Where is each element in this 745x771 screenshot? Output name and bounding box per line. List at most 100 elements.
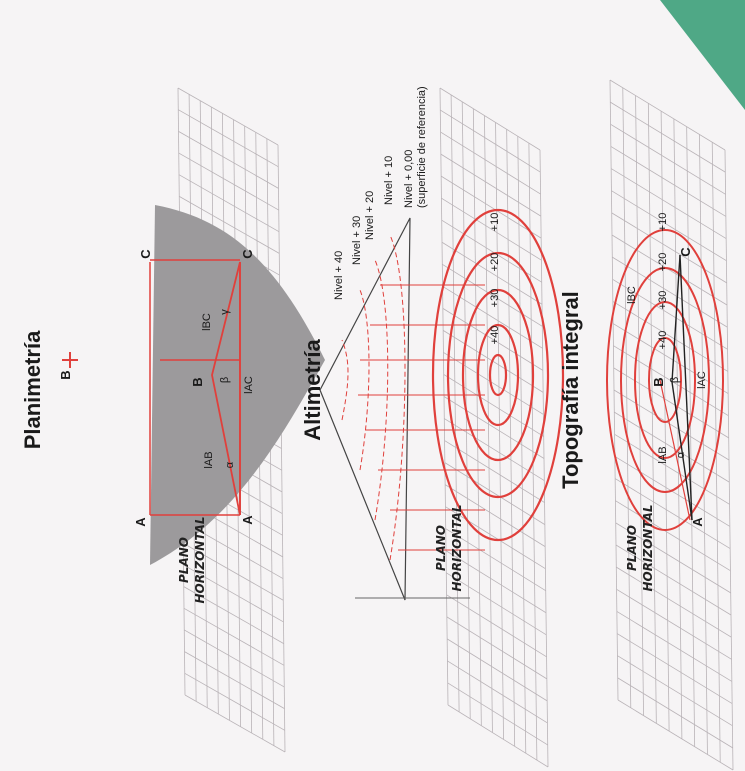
grid-line [612,256,728,328]
point-b-bottom: B [651,377,666,386]
contour-10-top: +10 [657,213,669,232]
grid-line [610,101,726,173]
corner-accent [660,0,745,110]
grid-line [617,655,733,727]
level-10-label: Nivel + 10 [383,156,395,205]
label-l-ab: lAB [203,451,215,468]
grid-line [444,440,545,503]
label-l-ac-bottom: lAC [696,371,708,389]
grid-line [612,278,728,350]
contour-40-top: +40 [657,331,669,350]
plane-label-2-mid: HORIZONTAL [450,504,464,591]
label-l-bc: lBC [201,313,213,331]
grid-line [616,611,733,682]
grid-line [439,87,541,151]
grid-line [440,153,542,217]
grid-line [183,586,284,644]
grid-line [177,87,279,146]
angle-beta-bottom: β [669,377,681,383]
grid-line [617,699,734,771]
grid-line [184,672,285,731]
point-a-plane: A [240,515,255,525]
grid-line [622,87,632,708]
grid-line [446,572,547,636]
grid-line [611,234,728,306]
level-0-label: Nivel + 0,00 [403,150,415,208]
contour-10-alt: +10 [489,213,501,232]
grid-line [444,462,546,525]
grid-line [647,103,657,724]
grid-line [184,694,286,753]
grid-line [450,94,460,712]
grid-line [446,638,548,702]
title-topografia: Topografía integral [558,291,583,489]
plane-label-2-top: HORIZONTAL [193,516,207,603]
grid-line [615,522,731,594]
grid-line [635,95,644,716]
angle-gamma: γ [219,309,231,315]
level-30-label: Nivel + 30 [351,216,363,265]
grid-line [447,704,549,768]
point-c-plane: C [240,249,255,259]
grid-line [610,123,726,195]
side-ab-red [659,379,691,521]
label-l-bc-bottom: lBC [626,286,638,304]
plane-label-1-bottom: PLANO [625,525,639,571]
grid-line [446,594,547,658]
grid-line [616,633,733,704]
contour-20-alt: +20 [489,253,501,272]
grid-plane-topografia [609,79,734,771]
grid-line [446,616,548,680]
grid-line [441,197,542,261]
level-20-label: Nivel + 20 [364,191,376,240]
grid-line [617,677,733,749]
cone-profile [319,217,411,601]
grid-line [609,79,619,701]
contour-40-alt: +40 [489,326,501,345]
grid-line [445,506,546,570]
contour-20-top: +20 [657,253,669,272]
grid-line [179,196,280,254]
grid-line [445,528,546,592]
grid-line [178,131,279,189]
grid-line [442,263,543,327]
grid-line [724,149,734,771]
grid-line [439,87,449,706]
plane-label-1-mid: PLANO [434,525,448,571]
plane-label-1-top: PLANO [177,537,191,583]
grid-line [610,168,727,239]
plane-label-2-bottom: HORIZONTAL [641,504,655,591]
point-b-plane: B [190,377,205,386]
grid-line [616,566,732,638]
grid-line [184,629,285,688]
mountain-silhouette [150,205,325,565]
triangle-topografia [671,254,693,521]
grid-line [447,682,548,746]
grid-line [441,241,543,305]
grid-line [614,433,730,505]
grid-line [444,418,545,481]
grid-line [183,564,284,623]
grid-line [183,607,285,666]
grid-line [442,308,544,371]
grid-line [539,149,549,768]
grid-line [673,118,683,739]
grid-line [445,550,547,614]
contour-30-top: +30 [657,291,669,310]
title-planimetria: Planimetría [20,330,45,449]
grid-line [443,396,545,459]
title-altimetria: Altimetría [300,339,325,441]
grid-line [440,109,541,173]
grid-line [517,136,527,754]
point-b-top: B [58,370,73,379]
grid-line [613,389,730,461]
grid-line [472,108,482,726]
grid-line [613,345,729,417]
grid-line [611,212,727,284]
contour-rings-altimetria [431,208,565,542]
grid-line [183,542,284,601]
grid-line [495,122,504,740]
grid-line [444,484,546,547]
